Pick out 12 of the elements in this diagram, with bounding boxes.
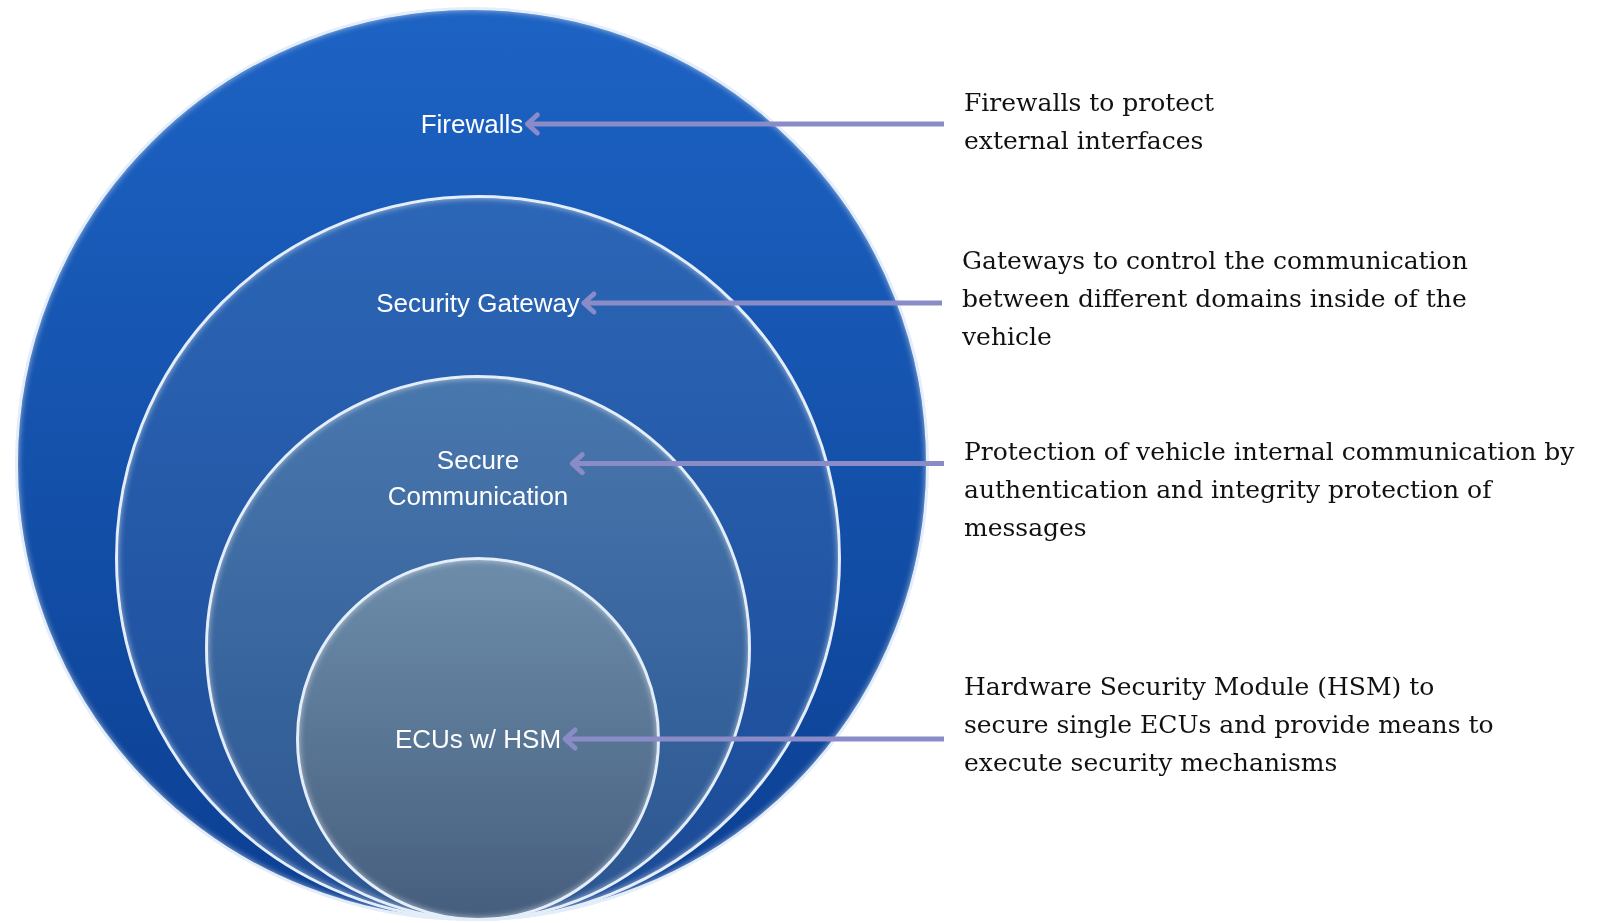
layer-label: Secure Communication	[387, 444, 569, 513]
layer-label: Firewalls	[420, 108, 524, 141]
description-text: Protection of vehicle internal communication by authentication and integrity protection of messages	[964, 433, 1604, 547]
arrow	[562, 727, 944, 751]
layer-label: ECUs w/ HSM	[394, 723, 562, 756]
description-text: Gateways to control the communication between different domains inside of the vehicle	[962, 242, 1542, 356]
description-text: Firewalls to protect external interfaces	[964, 84, 1284, 160]
description-text: Hardware Security Module (HSM) to secure single ECUs and provide means to execute security mechanisms	[964, 668, 1524, 782]
layer-label: Security Gateway	[376, 287, 580, 320]
arrow	[524, 112, 944, 136]
arrow	[581, 291, 942, 315]
arrow	[569, 452, 944, 476]
